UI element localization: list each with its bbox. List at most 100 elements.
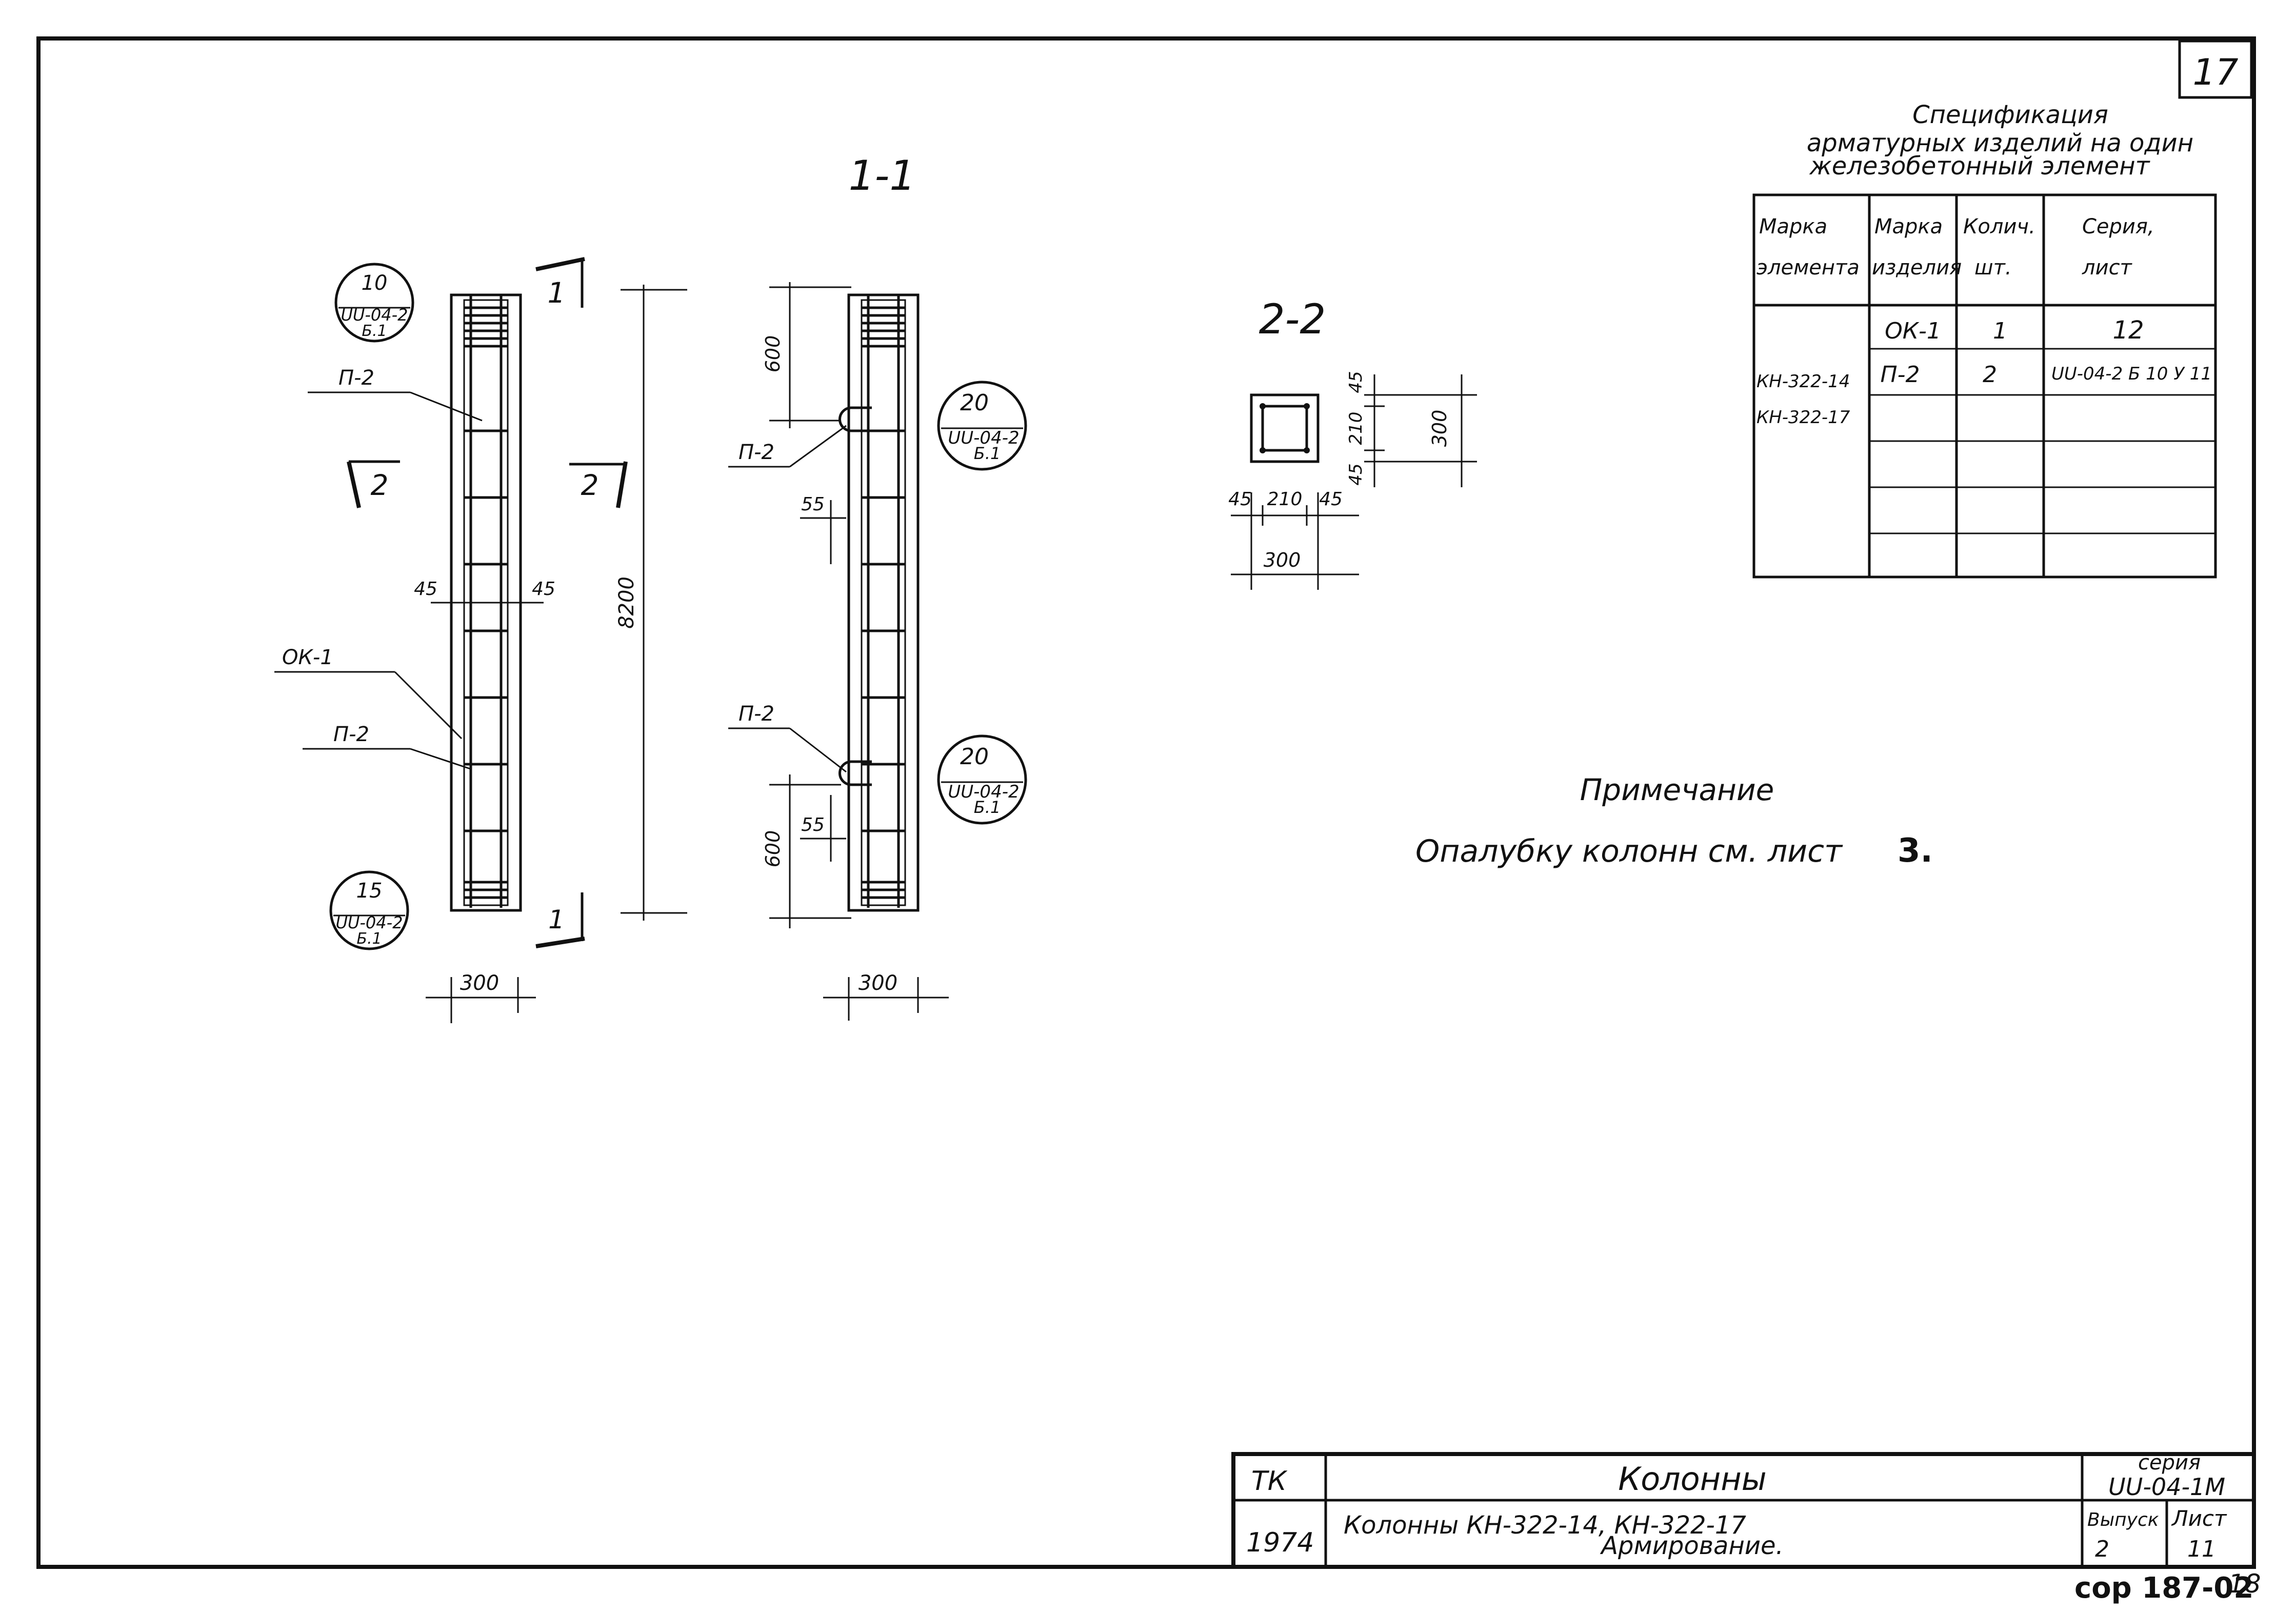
svg-text:55: 55 (801, 494, 825, 515)
svg-text:Спецификация: Спецификация (1912, 101, 2108, 129)
svg-text:Лист: Лист (2171, 1506, 2227, 1531)
dim-right-width: 300 (823, 971, 949, 1021)
section-1-title: 1-1 (849, 152, 916, 200)
note-block: Примечание Опалубку колонн см. лист 3. (1415, 772, 1933, 870)
svg-text:2: 2 (581, 469, 599, 502)
cut-mark-2-left: 2 (347, 460, 400, 508)
svg-text:45: 45 (414, 579, 437, 600)
title-block: ТК 1974 Колонны Колонны КН-322-14, КН-32… (1231, 1451, 2256, 1569)
svg-text:210: 210 (1346, 412, 1366, 445)
svg-text:Б.1: Б.1 (974, 798, 1001, 817)
svg-text:1: 1 (1993, 318, 2007, 344)
svg-text:UU-04-1M: UU-04-1M (2108, 1473, 2225, 1501)
dim-right-top-600: 600 (762, 282, 851, 428)
dim-left-height: 8200 (615, 285, 687, 921)
cut-mark-1-bottom: 1 (535, 892, 585, 948)
svg-text:Б.1: Б.1 (356, 930, 382, 948)
cut-mark-1-top: 1 (535, 257, 585, 309)
svg-text:шт.: шт. (1974, 256, 2012, 280)
spec-title: Спецификация арматурных изделий на один … (1807, 101, 2193, 181)
svg-text:Марка: Марка (1874, 215, 1943, 238)
leader-left-p2-top: П-2 (308, 366, 483, 422)
title-description-2: Армирование. (1600, 1531, 1784, 1560)
svg-text:20: 20 (960, 744, 989, 770)
svg-text:ОК-1: ОК-1 (282, 646, 333, 669)
dim-right-offset-bottom: 55 (800, 795, 846, 862)
svg-text:Б.1: Б.1 (362, 322, 387, 340)
title-year: 1974 (1246, 1527, 1314, 1558)
svg-text:КН-322-14: КН-322-14 (1756, 371, 1850, 392)
svg-text:45: 45 (1346, 371, 1366, 393)
svg-text:изделия: изделия (1872, 256, 1962, 280)
svg-text:ОК-1: ОК-1 (1885, 318, 1941, 344)
cross-section-dims-right: 45 210 45 300 (1346, 371, 1477, 487)
svg-text:лист: лист (2082, 256, 2133, 280)
title-description-1: Колонны КН-322-14, КН-322-17 (1344, 1511, 1746, 1540)
svg-text:300: 300 (460, 971, 499, 995)
svg-text:Б.1: Б.1 (974, 444, 1001, 463)
svg-text:П-2: П-2 (1881, 362, 1920, 388)
svg-text:UU-04-2: UU-04-2 (335, 913, 403, 932)
svg-text:300: 300 (1264, 549, 1301, 571)
svg-text:элемента: элемента (1756, 256, 1860, 280)
svg-text:арматурных изделий на один: арматурных изделий на один (1807, 129, 2193, 157)
title-org: ТК (1251, 1466, 1288, 1497)
svg-text:55: 55 (801, 814, 825, 835)
note-text: Опалубку колонн см. лист (1415, 833, 1843, 869)
callout-right-top: 20 UU-04-2 Б.1 (937, 381, 1027, 471)
svg-text:cop 187-02: cop 187-02 (2074, 1571, 2253, 1605)
cross-section-dims-bottom: 45 210 45 300 (1228, 489, 1359, 590)
svg-text:серия: серия (2138, 1451, 2201, 1475)
dim-right-offset-top: 55 (800, 494, 846, 564)
callout-right-bottom: 20 UU-04-2 Б.1 (937, 734, 1027, 825)
svg-text:300: 300 (1428, 410, 1451, 447)
svg-text:1: 1 (548, 905, 565, 934)
section-2-title: 2-2 (1259, 295, 1326, 343)
note-sheet-number: 3. (1898, 832, 1933, 870)
svg-text:Колич.: Колич. (1963, 215, 2035, 238)
sheet-number: 17 (2192, 51, 2238, 93)
leader-left-ok1: ОК-1 (274, 646, 463, 740)
svg-text:11: 11 (2187, 1536, 2216, 1562)
svg-text:UU-04-2 Б 10 У 11: UU-04-2 Б 10 У 11 (2051, 364, 2212, 384)
cross-section-2-2 (1250, 393, 1320, 463)
archive-stamp: cop 187-02 18 (2074, 1569, 2261, 1605)
svg-text:2: 2 (2095, 1536, 2109, 1562)
svg-text:Серия,: Серия, (2082, 215, 2154, 238)
svg-text:45: 45 (1346, 463, 1366, 485)
svg-text:П-2: П-2 (738, 441, 774, 464)
svg-text:КН-322-17: КН-322-17 (1756, 407, 1850, 428)
svg-text:45: 45 (1228, 489, 1252, 510)
dim-right-bottom-600: 600 (762, 774, 851, 928)
svg-text:UU-04-2: UU-04-2 (341, 305, 408, 325)
dim-left-cover: 45 45 (414, 579, 555, 604)
callout-left-bottom: 15 UU-04-2 Б.1 (329, 870, 409, 950)
cut-mark-2-right: 2 (569, 461, 628, 508)
spec-table: Марка элемента Марка изделия Колич. шт. … (1752, 193, 2217, 579)
leader-right-p2-top: П-2 (728, 425, 847, 468)
svg-text:2: 2 (1983, 362, 1997, 388)
title-name: Колонны (1618, 1460, 1767, 1498)
leader-right-p2-bottom: П-2 (728, 702, 847, 773)
svg-text:45: 45 (532, 579, 555, 600)
svg-text:П-2: П-2 (338, 366, 374, 390)
svg-text:15: 15 (356, 879, 383, 903)
svg-text:UU-04-2: UU-04-2 (948, 428, 1019, 448)
callout-left-top: 10 UU-04-2 Б.1 (334, 263, 414, 343)
svg-text:П-2: П-2 (333, 723, 369, 746)
dim-left-width: 300 (426, 971, 536, 1023)
svg-text:10: 10 (362, 271, 388, 295)
leader-left-p2-bottom: П-2 (303, 723, 472, 770)
svg-text:600: 600 (762, 830, 784, 868)
sheet-frame (36, 36, 2256, 1569)
svg-text:П-2: П-2 (738, 702, 774, 726)
note-title: Примечание (1580, 772, 1774, 807)
svg-text:210: 210 (1267, 489, 1303, 510)
svg-text:1: 1 (548, 276, 566, 309)
svg-text:18: 18 (2228, 1569, 2261, 1599)
svg-text:железобетонный элемент: железобетонный элемент (1809, 152, 2150, 181)
svg-text:45: 45 (1319, 489, 1343, 510)
svg-text:600: 600 (762, 335, 784, 373)
svg-text:UU-04-2: UU-04-2 (948, 782, 1019, 802)
svg-text:8200: 8200 (615, 576, 638, 629)
